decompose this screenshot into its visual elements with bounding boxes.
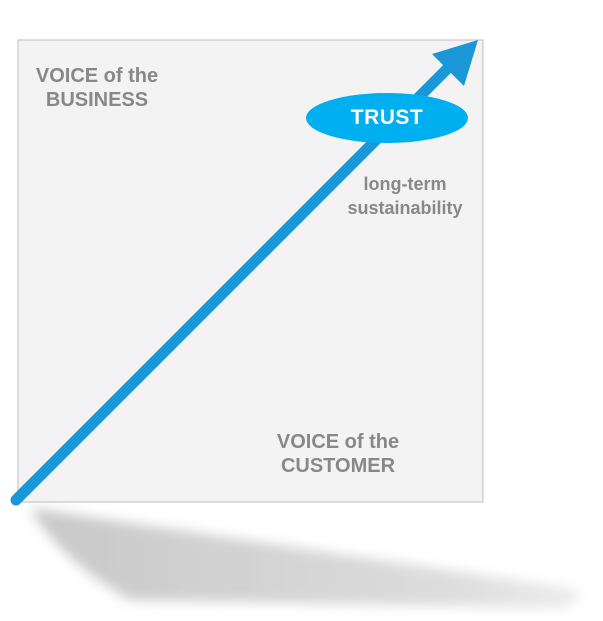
voice-of-customer-label: VOICE of the CUSTOMER (258, 430, 418, 478)
voice-of-business-line2: BUSINESS (45, 89, 149, 111)
voice-of-business-line1: VOICE of the (35, 65, 159, 87)
sustainability-line2: sustainability (347, 198, 463, 219)
trust-label: TRUST (350, 106, 424, 129)
growth-arrow-head (432, 40, 478, 86)
voice-of-business-label: VOICE of the BUSINESS (22, 64, 172, 112)
voice-of-customer-line2: CUSTOMER (280, 455, 396, 477)
voice-of-customer-line1: VOICE of the (276, 431, 400, 453)
long-term-sustainability-label: long-term sustainability (330, 172, 480, 221)
trust-ellipse (306, 93, 468, 143)
panel-shadow (30, 508, 579, 608)
sustainability-line1: long-term (363, 174, 447, 194)
